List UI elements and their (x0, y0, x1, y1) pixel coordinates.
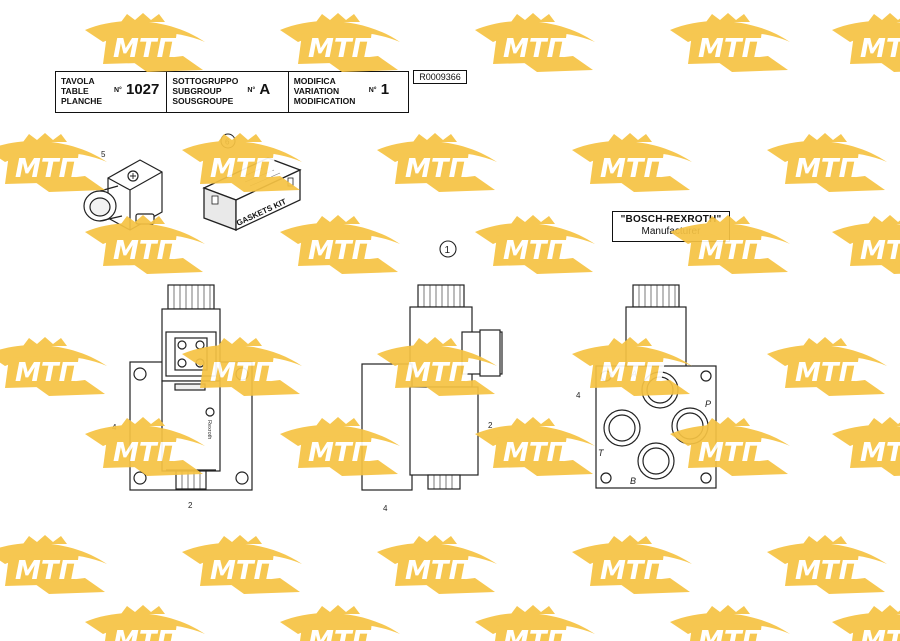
drawing-title-block: TAVOLA TABLE PLANCHE N° 1027 SOTTOGRUPPO… (55, 71, 409, 113)
subgroup-label-it: SOTTOGRUPPO (172, 76, 239, 86)
connector-plug-drawing (83, 159, 163, 231)
modification-value: 1 (380, 81, 390, 98)
table-label-fr: PLANCHE (61, 96, 103, 106)
manufacturer-name: "BOSCH-REXROTH" (620, 214, 722, 225)
table-number: 1027 (126, 81, 160, 98)
subgroup-cell: SOTTOGRUPPO SUBGROUP SOUSGROUPE N° A (167, 72, 289, 112)
front-bottom-part-number: 2 (188, 501, 193, 510)
assembly-part-number: 1 (445, 245, 451, 256)
side-right-part-number: 2 (488, 421, 493, 430)
table-label-it: TAVOLA (61, 76, 95, 86)
manufacturer-label: Manufacturer (641, 226, 701, 237)
table-no-label: N° (114, 87, 122, 94)
valve-side-view (361, 284, 503, 491)
port-t-label: T (598, 448, 605, 458)
assembly-callout-circle (439, 240, 457, 258)
valve-rear-view (595, 284, 717, 489)
kit-part-number: 6 (225, 138, 230, 147)
valve-front-view (129, 284, 253, 491)
manufacturer-box: "BOSCH-REXROTH" Manufacturer (612, 211, 730, 242)
modification-no-label: N° (368, 87, 377, 94)
modification-label-en: VARIATION (293, 86, 340, 96)
modification-label-fr: MODIFICATION (293, 96, 356, 106)
subgroup-label-en: SUBGROUP (172, 86, 222, 96)
port-p-label: P (705, 399, 711, 409)
rear-side-part-number: 4 (576, 391, 581, 400)
valve-brand-label: Rexroth (206, 420, 212, 439)
table-label-en: TABLE (61, 86, 89, 96)
side-bottom-part-number: 4 (383, 504, 388, 513)
subgroup-value: A (259, 81, 271, 98)
modification-label-it: MODIFICA (293, 76, 336, 86)
port-b-label: B (630, 476, 636, 486)
port-a-label: A (630, 369, 637, 379)
subgroup-no-label: N° (247, 87, 256, 94)
reference-code: R0009366 (413, 70, 467, 84)
connector-part-number: 5 (101, 150, 106, 159)
table-cell: TAVOLA TABLE PLANCHE N° 1027 (56, 72, 168, 112)
modification-cell: MODIFICA VARIATION MODIFICATION N° 1 (289, 72, 408, 112)
subgroup-label-fr: SOUSGROUPE (172, 96, 234, 106)
front-side-part-number: 4 (112, 423, 117, 432)
